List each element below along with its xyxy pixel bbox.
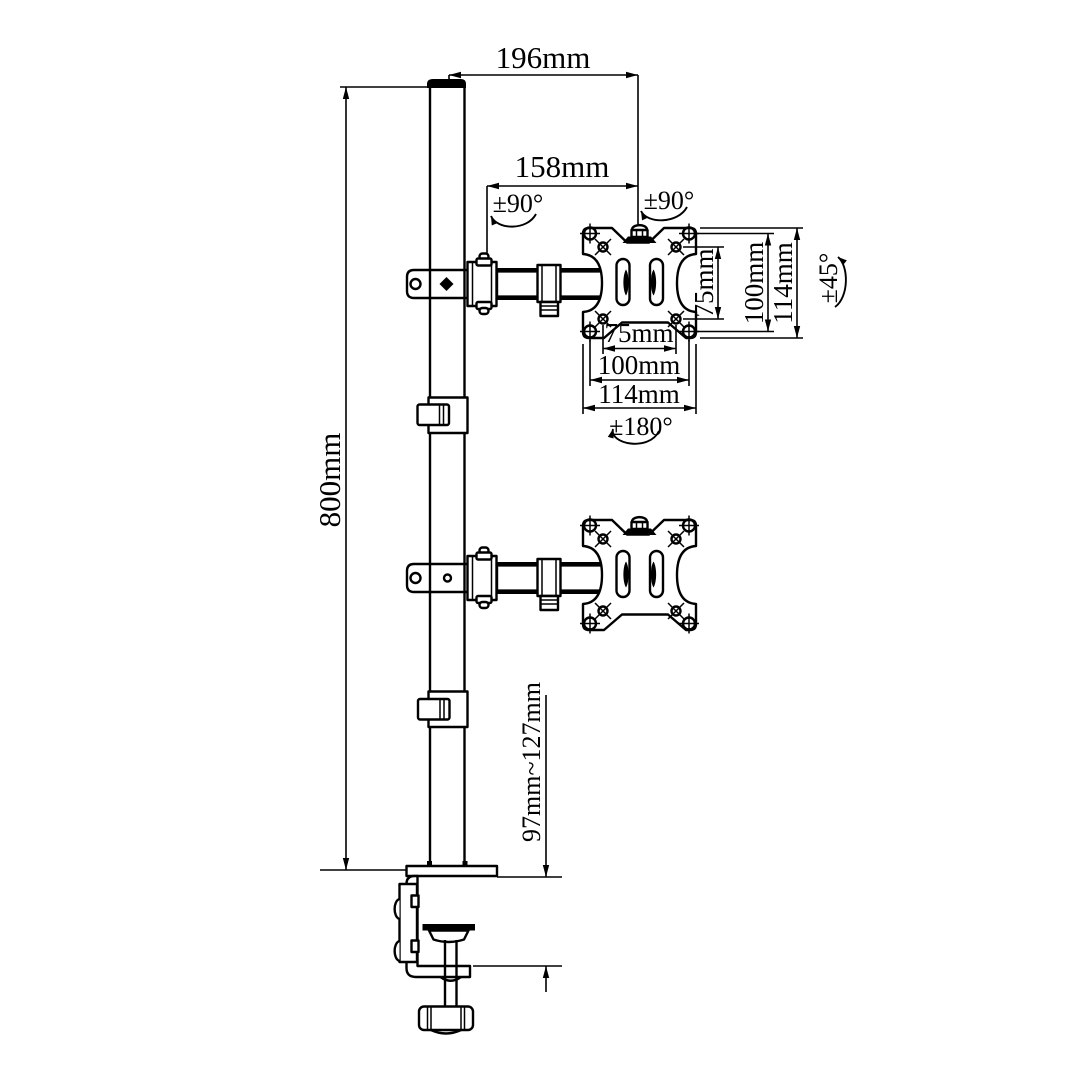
sleeve-knob	[416, 697, 451, 721]
rotation-90-arm: ±90°	[490, 189, 544, 228]
rotation-arc	[607, 428, 660, 445]
dimension-vesa-horizontal: 75mm 100mm 114mm	[582, 318, 697, 414]
dim-75mm-h-label: 75mm	[604, 318, 673, 348]
vesa-plate-lower	[578, 514, 701, 635]
dim-75mm-v-label: 75mm	[689, 248, 719, 317]
rot-90-arm-label: ±90°	[493, 189, 544, 218]
dimension-800mm: 800mm	[312, 86, 428, 871]
rot-45-label: ±45°	[814, 253, 843, 304]
rot-90-head-label: ±90°	[644, 186, 695, 215]
clamp-t-knob	[417, 1005, 475, 1032]
rotation-arc	[490, 213, 537, 228]
rotation-45-tilt: ±45°	[814, 253, 847, 308]
dimension-196mm: 196mm	[448, 40, 639, 224]
dimension-vesa-vertical: 75mm 100mm 114mm	[683, 227, 803, 339]
dimension-clamp-range: 97mm~127mm	[473, 682, 562, 992]
arm-upper	[407, 254, 603, 317]
desk-clamp	[393, 864, 499, 1035]
dimension-158mm: 158mm	[486, 149, 638, 254]
dim-114mm-h-label: 114mm	[598, 379, 680, 409]
rotation-arc	[834, 256, 847, 308]
arm-upper-pivot	[439, 277, 454, 291]
clamp-pad	[422, 924, 475, 931]
clamp-top-plate	[405, 864, 499, 878]
rotation-90-head: ±90°	[640, 186, 695, 222]
dim-clamp-range-label: 97mm~127mm	[517, 682, 546, 842]
pole-sleeve-upper	[416, 396, 469, 435]
dim-158mm-label: 158mm	[515, 149, 610, 184]
arm-lower	[407, 548, 603, 611]
pole	[427, 79, 468, 866]
rotation-arc	[640, 206, 688, 222]
dim-100mm-h-label: 100mm	[598, 350, 681, 380]
dim-800mm-label: 800mm	[312, 433, 347, 528]
rot-180-label: ±180°	[609, 412, 673, 441]
dim-196mm-label: 196mm	[496, 40, 591, 75]
arm-lower-pivot	[442, 573, 453, 583]
pole-top-cap	[427, 79, 466, 88]
dim-100mm-v-label: 100mm	[739, 242, 769, 325]
sleeve-knob	[416, 403, 451, 427]
dim-114mm-v-label: 114mm	[768, 242, 798, 324]
clamp-side-screw-1	[393, 897, 401, 921]
pole-sleeve-lower	[416, 690, 469, 729]
rotation-180: ±180°	[607, 412, 673, 445]
clamp-side-screw-2	[393, 939, 401, 963]
